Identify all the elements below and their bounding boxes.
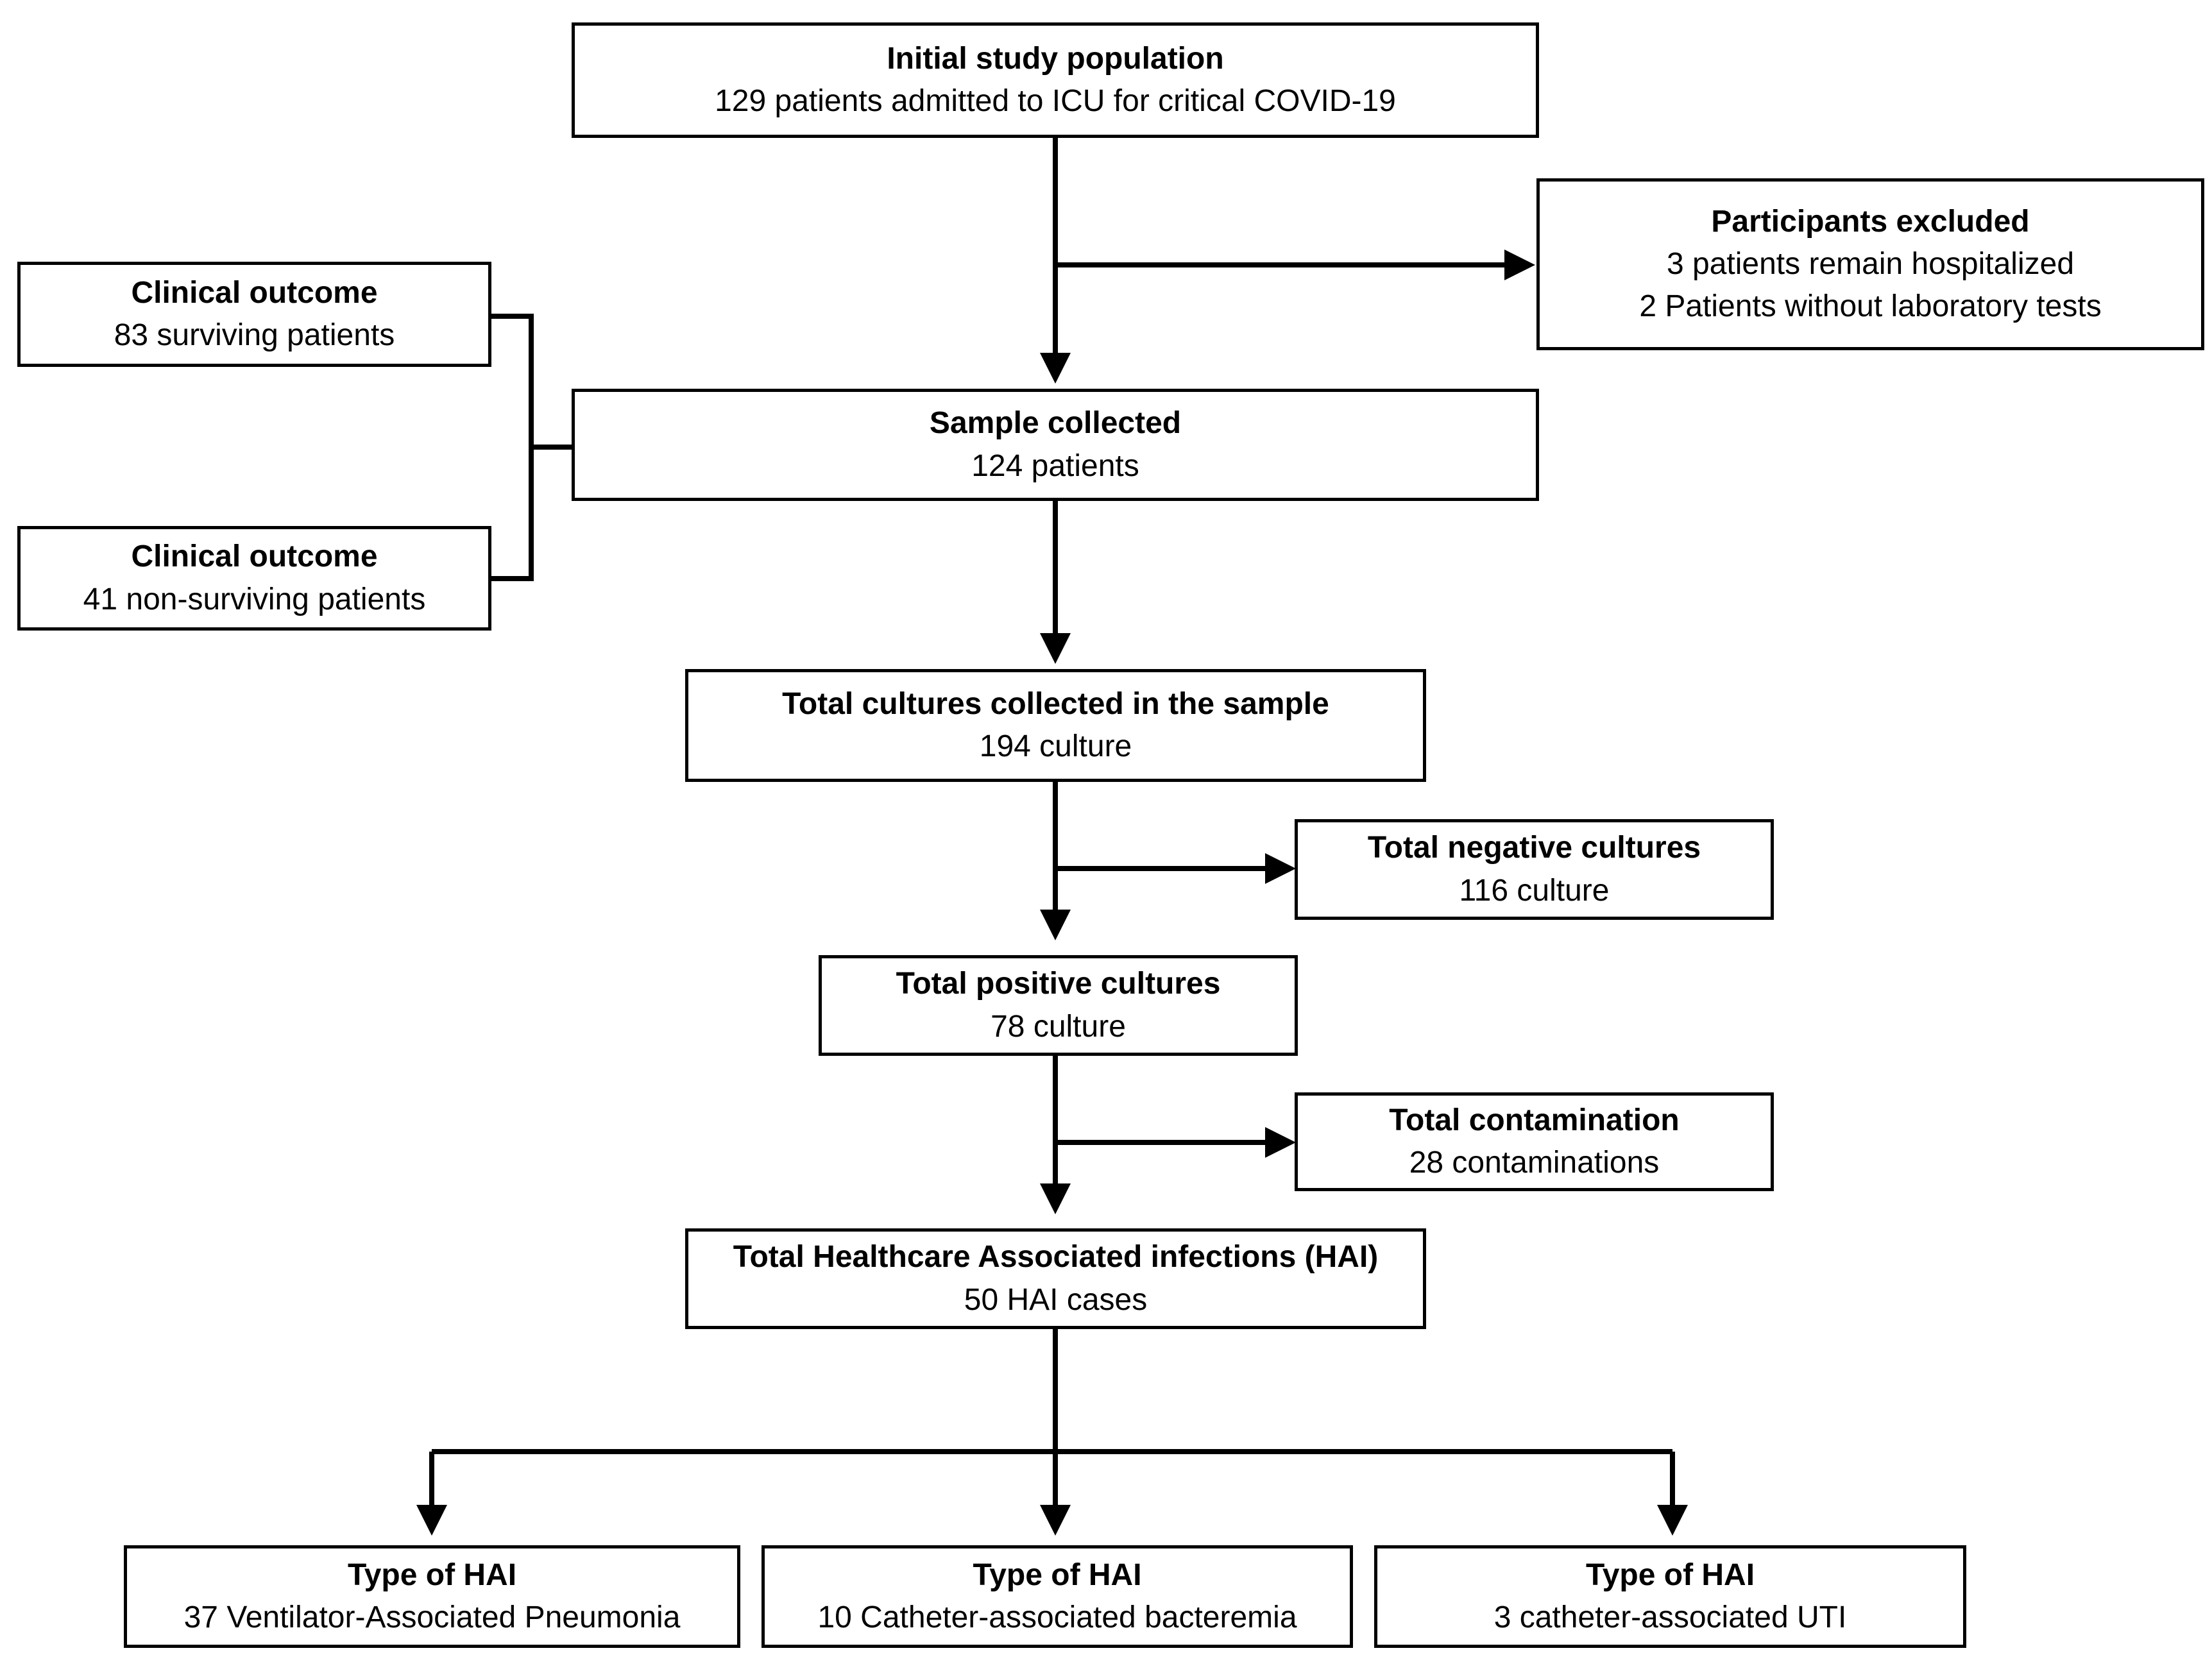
excluded-title: Participants excluded [1711, 204, 2030, 239]
total-cultures-box: Total cultures collected in the sample 1… [685, 669, 1426, 782]
total-hai-box: Total Healthcare Associated infections (… [685, 1228, 1426, 1329]
contamination-title: Total contamination [1389, 1103, 1680, 1137]
bracket-outcomes [491, 314, 534, 581]
negative-cultures-box: Total negative cultures 116 culture [1295, 819, 1774, 920]
positive-cultures-count: 78 culture [991, 1009, 1126, 1044]
hai-uti-title: Type of HAI [1585, 1557, 1755, 1592]
excluded-box: Participants excluded 3 patients remain … [1536, 178, 2204, 350]
sample-collected-count: 124 patients [971, 448, 1139, 483]
outcome-nonsurvivors-box: Clinical outcome 41 non-surviving patien… [17, 526, 491, 631]
hai-uti-box: Type of HAI 3 catheter-associated UTI [1374, 1545, 1966, 1648]
sample-collected-title: Sample collected [929, 406, 1182, 441]
initial-population-count: 129 patients admitted to ICU for critica… [715, 84, 1396, 118]
total-hai-title: Total Healthcare Associated infections (… [733, 1240, 1379, 1275]
excluded-hospitalized: 3 patients remain hospitalized [1666, 246, 2075, 281]
negative-cultures-title: Total negative cultures [1367, 831, 1701, 865]
negative-cultures-count: 116 culture [1459, 873, 1610, 908]
sample-collected-box: Sample collected 124 patients [572, 389, 1539, 501]
total-cultures-count: 194 culture [979, 729, 1132, 763]
hai-vap-box: Type of HAI 37 Ventilator-Associated Pne… [124, 1545, 740, 1648]
outcome-survivors-title: Clinical outcome [131, 275, 378, 310]
total-cultures-title: Total cultures collected in the sample [782, 686, 1329, 721]
outcome-nonsurvivors-count: 41 non-surviving patients [83, 582, 426, 616]
contamination-box: Total contamination 28 contaminations [1295, 1092, 1774, 1191]
hai-uti-count: 3 catheter-associated UTI [1493, 1600, 1847, 1634]
initial-population-box: Initial study population 129 patients ad… [572, 22, 1539, 138]
positive-cultures-title: Total positive cultures [896, 967, 1221, 1001]
excluded-no-lab-tests: 2 Patients without laboratory tests [1639, 289, 2102, 324]
hai-vap-count: 37 Ventilator-Associated Pneumonia [183, 1600, 681, 1634]
hai-vap-title: Type of HAI [347, 1557, 517, 1592]
positive-cultures-box: Total positive cultures 78 culture [819, 955, 1298, 1056]
contamination-count: 28 contaminations [1409, 1146, 1660, 1180]
hai-bacteremia-box: Type of HAI 10 Catheter-associated bacte… [761, 1545, 1353, 1648]
initial-population-title: Initial study population [887, 41, 1224, 76]
hai-bacteremia-count: 10 Catheter-associated bacteremia [817, 1600, 1297, 1634]
outcome-nonsurvivors-title: Clinical outcome [131, 539, 378, 574]
outcome-survivors-box: Clinical outcome 83 surviving patients [17, 262, 491, 367]
total-hai-count: 50 HAI cases [964, 1282, 1148, 1317]
hai-bacteremia-title: Type of HAI [973, 1557, 1142, 1592]
outcome-survivors-count: 83 surviving patients [114, 318, 395, 352]
